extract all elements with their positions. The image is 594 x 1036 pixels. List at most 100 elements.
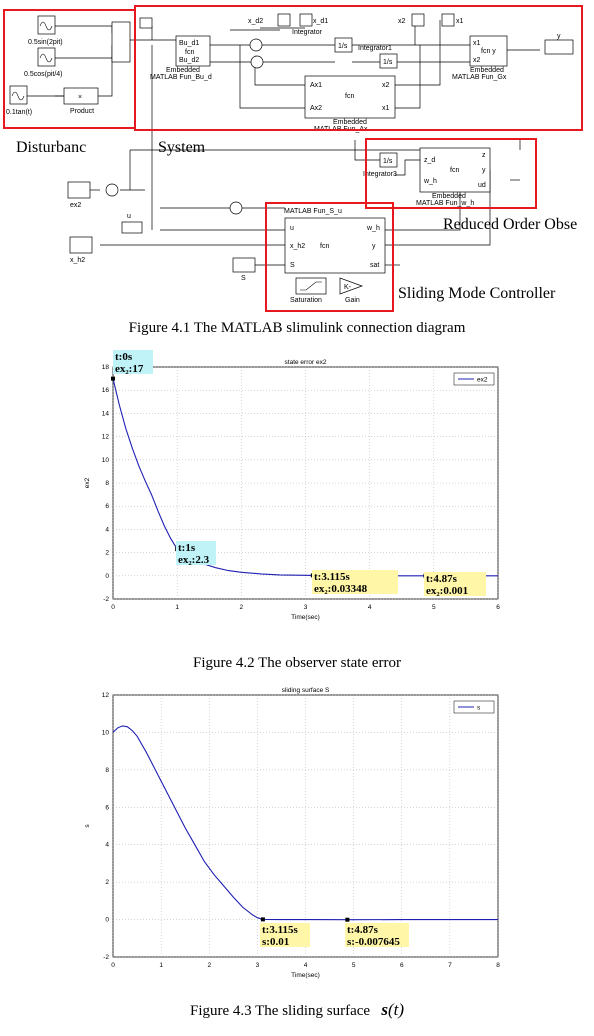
annotation-bg	[176, 541, 216, 565]
integrator-label: Integrator	[292, 29, 323, 36]
integrator1-sym: 1/s	[383, 59, 393, 66]
sum-block-2[interactable]	[250, 55, 264, 69]
disturbance-label: Disturbanc	[16, 139, 87, 156]
y-tick-label: -2	[103, 954, 109, 961]
emb-bud-fcn: fcn	[185, 49, 194, 56]
annotation-bg	[424, 572, 486, 596]
x-axis-label: Time(sec)	[291, 972, 320, 979]
emb-wh-y: y	[482, 167, 486, 174]
integrator-sym: 1/s	[338, 43, 348, 50]
y-tick-label: 4	[105, 526, 109, 533]
emb-ax-out2: x1	[382, 105, 390, 112]
system-region-frame	[134, 5, 583, 131]
x-axis-label: Time(sec)	[291, 614, 320, 621]
annotation-time: t:4.87s	[347, 924, 379, 936]
product-symbol: ×	[78, 94, 82, 101]
controller-region-frame	[265, 202, 394, 312]
emb-ax-out1: x2	[382, 82, 390, 89]
y-axis-label: ex2	[84, 477, 91, 488]
figure-4-2-caption: Figure 4.2 The observer state error	[193, 655, 401, 671]
integrator-block[interactable]	[334, 37, 353, 53]
product-block[interactable]	[63, 87, 99, 105]
scope-ex2[interactable]	[67, 181, 91, 199]
annotation-marker	[345, 917, 350, 922]
embedded-bud-block[interactable]	[175, 35, 211, 67]
scope-u[interactable]	[121, 221, 143, 234]
annotation-marker	[260, 917, 265, 922]
emb-gx-fcn: fcn y	[481, 48, 496, 55]
annotation-value: s:-0.007645	[347, 936, 400, 948]
cos-source-label: 0.5cos(pit/4)	[24, 71, 63, 78]
scope-xh2[interactable]	[69, 236, 93, 254]
emb-gx-name-2: MATLAB Fun_Gx	[452, 74, 507, 81]
emb-gx-in1: x1	[473, 40, 481, 47]
x-tick-label: 0	[111, 604, 115, 611]
scope-x2-label: x2	[398, 18, 406, 25]
smc-in-sat: sat	[370, 262, 379, 269]
cos-source-block[interactable]	[37, 47, 56, 67]
gain-label: Gain	[345, 297, 360, 304]
y-axis-label: s	[84, 824, 91, 828]
scope-x2[interactable]	[411, 13, 425, 27]
integrator3-block[interactable]	[379, 152, 398, 168]
annotation-value: ex₂:0.03348	[314, 583, 368, 595]
scope-x1-label: x1	[456, 18, 464, 25]
annotation-marker	[111, 376, 115, 381]
controller-label: Sliding Mode Controller	[398, 285, 556, 302]
tan-source-block[interactable]	[9, 85, 28, 105]
chart-title: state error ex2	[285, 359, 327, 366]
figure-4-3-caption-text: Figure 4.3 The sliding surface	[189, 1003, 371, 1019]
scope-y[interactable]	[544, 39, 574, 55]
gain-block[interactable]	[339, 277, 364, 295]
x-tick-label: 8	[496, 962, 500, 969]
smc-in-xh2: x_h2	[290, 243, 305, 250]
scope-x1[interactable]	[441, 13, 455, 27]
y-tick-label: 2	[105, 879, 109, 886]
x-tick-label: 5	[432, 604, 436, 611]
integrator1-block[interactable]	[379, 53, 398, 69]
annotation-value: ex₂:0.001	[426, 585, 468, 597]
smc-in-u: u	[290, 225, 294, 232]
scope-xd2[interactable]	[277, 13, 291, 27]
embedded-wh-block[interactable]	[419, 147, 491, 193]
tan-source-label: 0.1tan(t)	[6, 109, 32, 116]
sum-block-4[interactable]	[229, 201, 243, 215]
y-tick-label: 0	[105, 573, 109, 580]
y-tick-label: 10	[102, 457, 110, 464]
scope-s[interactable]	[232, 257, 256, 273]
scope-u-label: u	[127, 213, 131, 220]
embedded-ax-block[interactable]	[304, 75, 396, 119]
sum-block-1[interactable]	[249, 38, 263, 52]
emb-wh-name-1: Embedded	[432, 193, 466, 200]
sin-source-label: 0.5sin(2pit)	[28, 39, 63, 46]
annotation-time: t:1s	[178, 542, 196, 554]
embedded-gx-block[interactable]	[469, 35, 508, 67]
y-tick-label: 8	[105, 480, 109, 487]
y-tick-label: -2	[103, 596, 109, 603]
smc-in-wh: w_h	[366, 225, 380, 232]
mux-block[interactable]	[111, 21, 131, 63]
system-label: System	[158, 139, 206, 156]
x-tick-label: 0	[111, 962, 115, 969]
y-tick-label: 14	[102, 410, 110, 417]
figure-4-3-symbol: s	[381, 1000, 388, 1019]
annotation-time: t:3.115s	[314, 571, 350, 583]
y-tick-label: 8	[105, 767, 109, 774]
smc-block[interactable]	[284, 217, 386, 274]
scope-d[interactable]	[139, 17, 153, 29]
sum-block-3[interactable]	[105, 183, 119, 197]
x-tick-label: 6	[496, 604, 500, 611]
integrator1-label: Integrator1	[358, 45, 392, 52]
scope-xd1[interactable]	[299, 13, 313, 27]
figure-4-3-arg: (t)	[387, 1000, 405, 1019]
gain-sym: K-	[344, 284, 352, 291]
y-tick-label: 6	[105, 804, 109, 811]
emb-ax-fcn: fcn	[345, 93, 354, 100]
sin-source-block[interactable]	[37, 15, 56, 35]
simulink-diagram: 0.5sin(2pit) 0.5cos(pit/4) 0.1tan(t) × P…	[0, 0, 594, 312]
emb-wh-name-2: MATLAB Fun_w_h	[416, 200, 474, 207]
